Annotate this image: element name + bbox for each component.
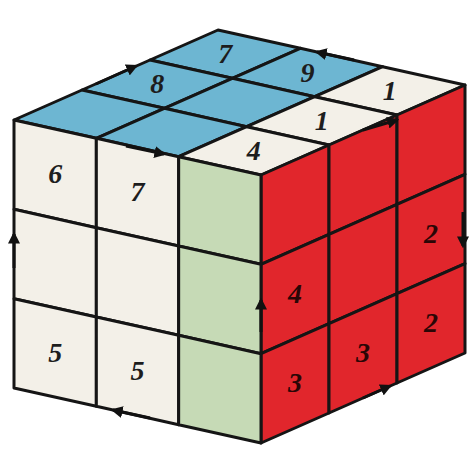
sticker-number: 8 — [150, 70, 164, 98]
sticker-group — [14, 30, 465, 443]
cube-sticker — [179, 335, 261, 443]
sticker-number-holder: 8 — [150, 70, 164, 98]
sticker-number: 7 — [131, 178, 145, 206]
sticker-number: 4 — [247, 137, 261, 165]
turn-arrow — [113, 410, 150, 418]
sticker-number-holder: 9 — [301, 59, 315, 87]
sticker-number: 3 — [288, 369, 302, 397]
sticker-number: 5 — [48, 339, 62, 367]
cube-sticker — [96, 317, 178, 425]
sticker-number-holder: 7 — [131, 178, 145, 206]
sticker-number: 1 — [383, 77, 397, 105]
sticker-number-holder: 7 — [218, 40, 232, 68]
turn-arrow — [317, 52, 354, 60]
cube-sticker — [329, 294, 397, 413]
cube-sticker — [261, 324, 329, 443]
sticker-number: 2 — [424, 220, 438, 248]
sticker-number: 6 — [48, 160, 62, 188]
arrow-group — [14, 52, 463, 418]
sticker-number-holder: 2 — [424, 309, 438, 337]
sticker-number: 2 — [424, 309, 438, 337]
sticker-number: 4 — [288, 280, 302, 308]
sticker-number-holder: 1 — [315, 107, 329, 135]
sticker-number-holder: 4 — [247, 137, 261, 165]
sticker-number-holder: 3 — [288, 369, 302, 397]
sticker-number-holder: 2 — [424, 220, 438, 248]
sticker-number: 7 — [218, 40, 232, 68]
turn-arrow — [462, 212, 465, 246]
sticker-number-holder: 5 — [131, 357, 145, 385]
cube-sticker — [14, 299, 96, 407]
turn-arrow — [260, 300, 263, 332]
turn-arrow — [363, 120, 397, 130]
sticker-number: 3 — [356, 339, 370, 367]
turn-arrow — [126, 146, 164, 154]
turn-arrow — [96, 66, 136, 84]
sticker-number-holder: 3 — [356, 339, 370, 367]
sticker-number-holder: 1 — [383, 77, 397, 105]
sticker-number: 9 — [301, 59, 315, 87]
turn-arrow — [363, 386, 390, 398]
sticker-number: 1 — [315, 107, 329, 135]
sticker-number-holder: 6 — [48, 160, 62, 188]
sticker-number-holder: 5 — [48, 339, 62, 367]
turn-arrow — [13, 234, 16, 268]
sticker-number: 5 — [131, 357, 145, 385]
sticker-number-holder: 4 — [288, 280, 302, 308]
cube-sticker — [397, 264, 465, 383]
